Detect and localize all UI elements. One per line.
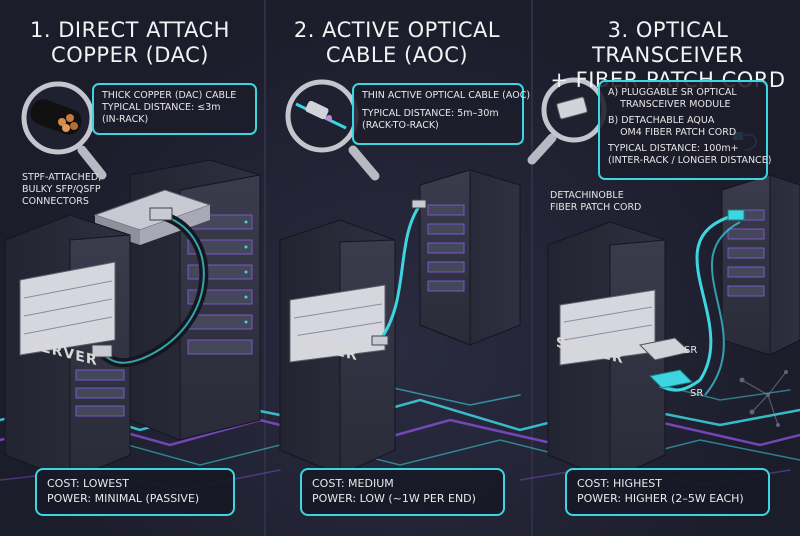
rack-server-panel2	[279, 219, 396, 476]
panel3-callout-b: B) DETACHABLE AQUA OM4 FIBER PATCH CORD	[608, 115, 737, 138]
panel2-title: 2. ACTIVE OPTICAL CABLE (AOC)	[272, 18, 522, 68]
panel2-title-line2: CABLE (AOC)	[325, 43, 469, 67]
panel2-callout-line: (RACK-TO-RACK)	[362, 120, 439, 131]
panel1-power: POWER: MINIMAL (PASSIVE)	[47, 492, 200, 505]
panel1-callout-line: TYPICAL DISTANCE: ≤3m	[102, 102, 221, 113]
panel1-cost: COST: LOWEST	[47, 477, 129, 490]
panel3-callout-a: A) PLUGGABLE SR OPTICAL TRANSCEIVER MODU…	[608, 87, 737, 110]
panel3-power: POWER: HIGHER (2–5W EACH)	[577, 492, 744, 505]
panel3-sr-label: SR	[690, 388, 704, 399]
panel1-cost-box: COST: LOWEST POWER: MINIMAL (PASSIVE)	[35, 468, 235, 516]
panel3-cost: COST: HIGHEST	[577, 477, 662, 490]
panel3-title-line1: 3. OPTICAL TRANSCEIVER	[592, 18, 744, 67]
rack-server-panel3	[547, 221, 666, 481]
panel3-cost-box: COST: HIGHEST POWER: HIGHER (2–5W EACH)	[565, 468, 770, 516]
panel2-callout: THIN ACTIVE OPTICAL CABLE (AOC) TYPICAL …	[352, 83, 531, 145]
rack-switch-panel2	[419, 169, 521, 346]
panel2-power: POWER: LOW (~1W PER END)	[312, 492, 476, 505]
panel1-title-line1: 1. DIRECT ATTACH	[30, 18, 230, 42]
aoc-cable	[378, 204, 422, 341]
network-dots	[739, 370, 788, 427]
sfp-connector	[149, 207, 173, 221]
sfp-transceiver-icon	[638, 337, 694, 389]
magnifier-icon	[285, 79, 380, 181]
panel1-title-line2: COPPER (DAC)	[51, 43, 209, 67]
rack-switch-panel3	[721, 174, 800, 356]
panel3-callout: A) PLUGGABLE SR OPTICAL TRANSCEIVER MODU…	[598, 80, 772, 180]
panel1-title: 1. DIRECT ATTACH COPPER (DAC)	[10, 18, 250, 68]
magnifier-icon	[21, 81, 107, 180]
fiber-patch-cord	[659, 213, 736, 392]
panel3-callout-distance: TYPICAL DISTANCE: 100m+ (INTER-RACK / LO…	[608, 143, 772, 166]
copper-cable-icon	[30, 99, 82, 135]
panel1-callout-line: THICK COPPER (DAC) CABLE	[102, 90, 237, 101]
sfp-connector	[91, 344, 113, 358]
aoc-cable-icon	[295, 100, 347, 130]
panel3-sr-label: SR	[684, 345, 698, 356]
panel1-callout-line: (IN-RACK)	[102, 114, 149, 125]
panel2-callout-line: THIN ACTIVE OPTICAL CABLE (AOC)	[362, 90, 531, 101]
panel3-patch-cord-label: DETACHINOBLE FIBER PATCH CORD	[550, 190, 642, 213]
panel1-callout: THICK COPPER (DAC) CABLE TYPICAL DISTANC…	[92, 83, 257, 135]
panel2-cost-box: COST: MEDIUM POWER: LOW (~1W PER END)	[300, 468, 505, 516]
panel1-connector-label: STPF-ATTACHED, BULKY SFP/QSFP CONNECTORS	[22, 172, 102, 207]
panel2-cost: COST: MEDIUM	[312, 477, 394, 490]
panel2-callout-line: TYPICAL DISTANCE: 5m–30m	[362, 108, 499, 119]
panel2-title-line1: 2. ACTIVE OPTICAL	[293, 18, 501, 42]
